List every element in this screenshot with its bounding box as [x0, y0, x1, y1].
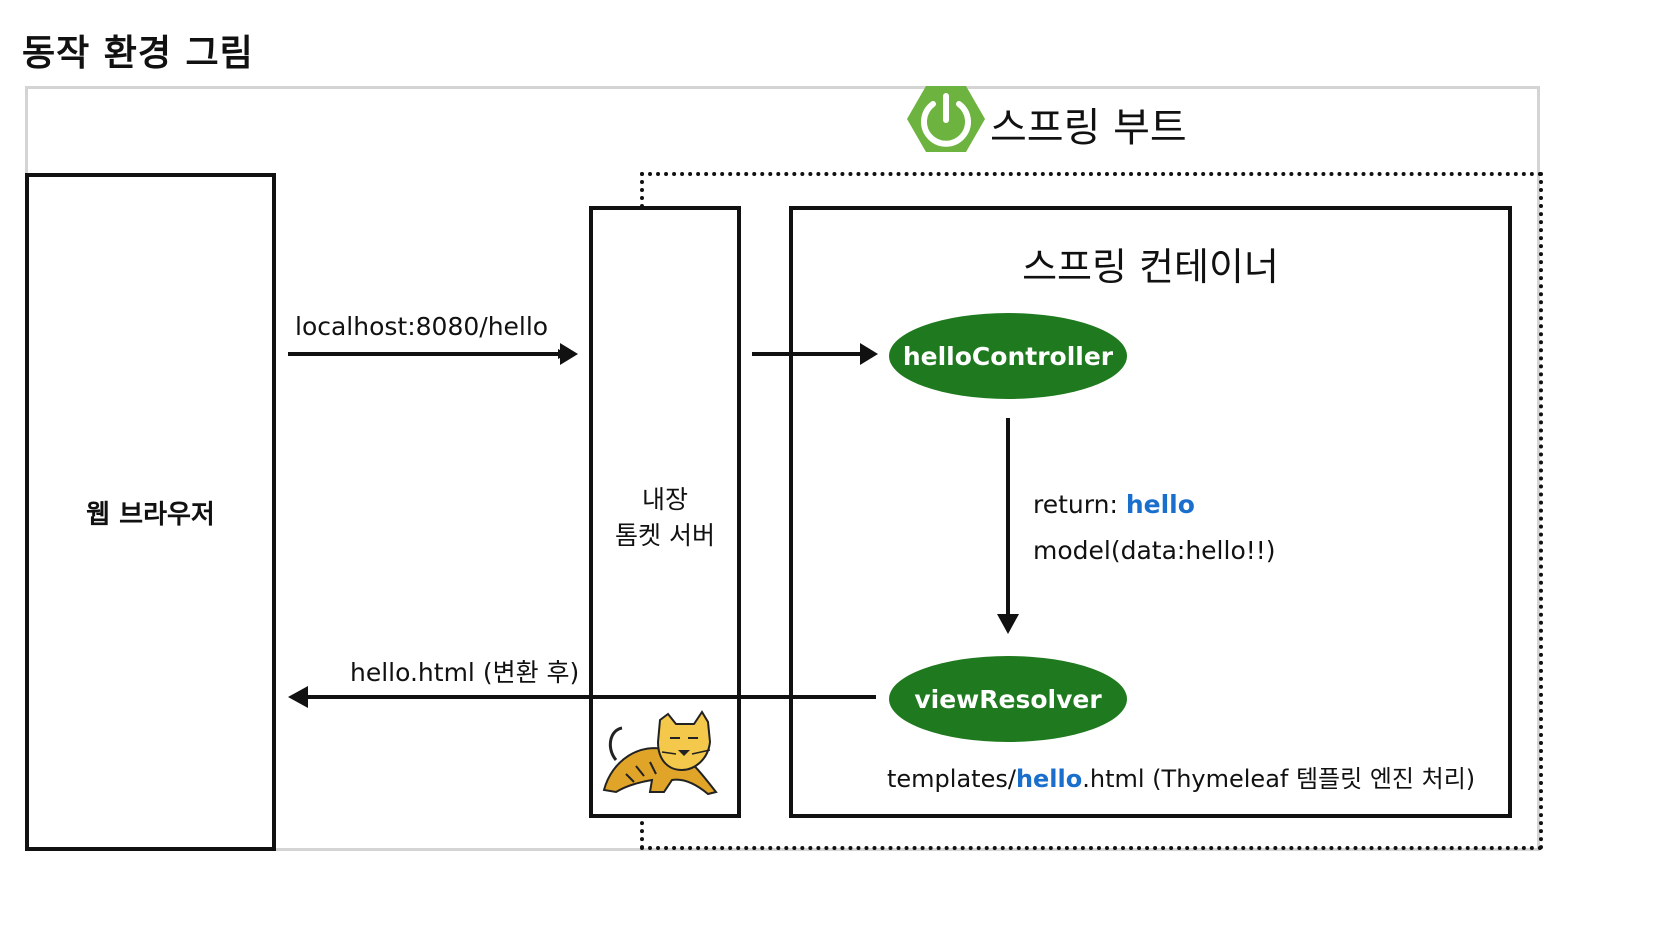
tomcat-label-line1: 내장: [641, 485, 688, 514]
return-prefix: return:: [1033, 490, 1126, 519]
hello-controller-node: helloController: [889, 313, 1127, 399]
web-browser-label: 웹 브라우저: [86, 499, 215, 530]
spring-container-title: 스프링 컨테이너: [1022, 245, 1279, 289]
view-resolver-label: viewResolver: [914, 684, 1102, 714]
template-prefix: templates/: [887, 765, 1016, 793]
tomcat-server-box: 내장 톰켓 서버: [589, 206, 741, 818]
return-value: hello: [1125, 490, 1195, 519]
tomcat-label: 내장 톰켓 서버: [593, 482, 737, 554]
page-title: 동작 환경 그림: [22, 33, 254, 74]
view-resolver-node: viewResolver: [889, 656, 1127, 742]
response-label: hello.html (변환 후): [350, 658, 580, 687]
template-suffix: .html (Thymeleaf 템플릿 엔진 처리): [1082, 765, 1476, 793]
hello-controller-label: helloController: [902, 341, 1114, 371]
return-label: return: hello: [1033, 490, 1195, 519]
tomcat-label-line2: 톰켓 서버: [615, 521, 715, 550]
template-name: hello: [1015, 765, 1083, 793]
spring-boot-title: 스프링 부트: [990, 105, 1187, 151]
model-label: model(data:hello!!): [1033, 536, 1276, 565]
request-url-label: localhost:8080/hello: [295, 312, 549, 341]
web-browser-box: 웹 브라우저: [25, 173, 276, 851]
template-label: templates/hello.html (Thymeleaf 템플릿 엔진 처…: [887, 759, 1475, 794]
